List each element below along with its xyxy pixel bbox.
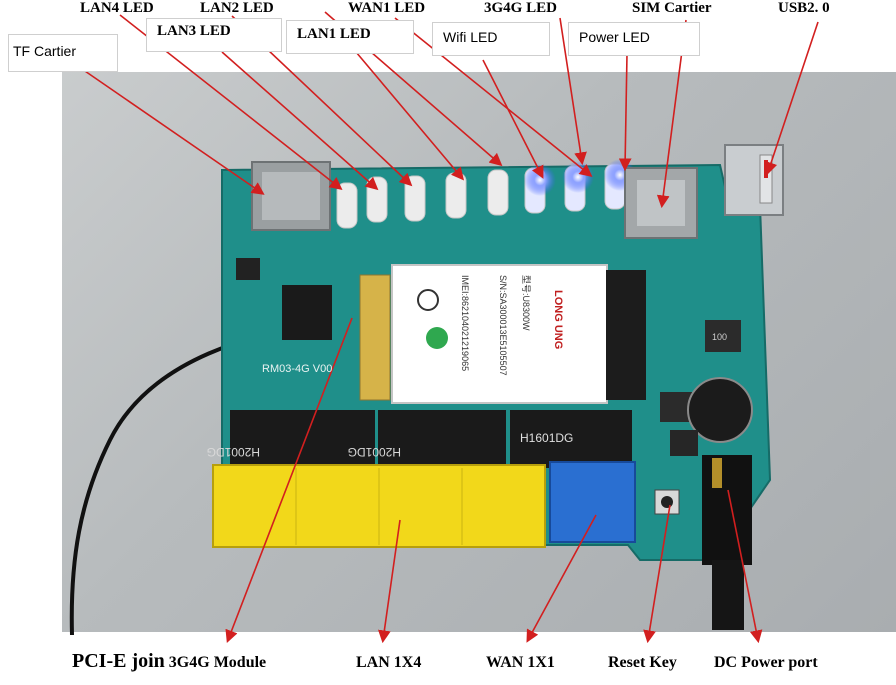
module-model-text: 型号:U8300W <box>521 275 531 331</box>
label-wan1-led: WAN1 LED <box>348 0 426 16</box>
label-tf-cartier: TF Cartier <box>8 34 118 72</box>
jack3-text: H1601DG <box>520 431 573 445</box>
label-lan2-led: LAN2 LED <box>200 0 274 16</box>
label-lan3-led: LAN3 LED <box>146 18 282 52</box>
label-lan4-led: LAN4 LED <box>80 0 154 16</box>
label-wan-1x1: WAN 1X1 <box>486 654 555 671</box>
module-brand-text: LONG UNG <box>552 290 564 349</box>
module-imei-text: IMEI:862104021219065 <box>460 275 470 371</box>
label-dc-power-port: DC Power port <box>714 654 818 671</box>
module-sn-text: S/N:SA300013E5105507 <box>498 275 508 376</box>
jack1-text: H2001DG <box>207 445 260 459</box>
label-pcie-prefix: PCI-E join <box>72 650 165 672</box>
label-pcie-module: PCI-E join 3G4G Module <box>72 650 266 673</box>
label-3g4g-led: 3G4G LED <box>484 0 557 16</box>
label-reset-key: Reset Key <box>608 654 677 671</box>
lte-module <box>359 264 646 404</box>
board-model-text: RM03-4G V00 <box>262 363 332 375</box>
label-lan1-led: LAN1 LED <box>286 20 414 54</box>
label-pcie-suffix: 3G4G Module <box>168 654 267 671</box>
label-lan-1x4: LAN 1X4 <box>356 654 422 671</box>
label-wifi-led: Wifi LED <box>432 22 550 56</box>
label-power-led: Power LED <box>568 22 700 56</box>
dc-power-jack <box>702 455 752 565</box>
led-row <box>336 159 636 229</box>
label-sim-cartier-top: SIM Cartier <box>632 0 712 16</box>
inductor-text: 100 <box>712 332 727 342</box>
lan-magnetics <box>230 410 375 468</box>
main-chip <box>282 285 332 340</box>
wan-rj45-port <box>549 461 636 543</box>
label-usb: USB2. 0 <box>778 0 830 16</box>
jack2-text: H2001DG <box>348 445 401 459</box>
